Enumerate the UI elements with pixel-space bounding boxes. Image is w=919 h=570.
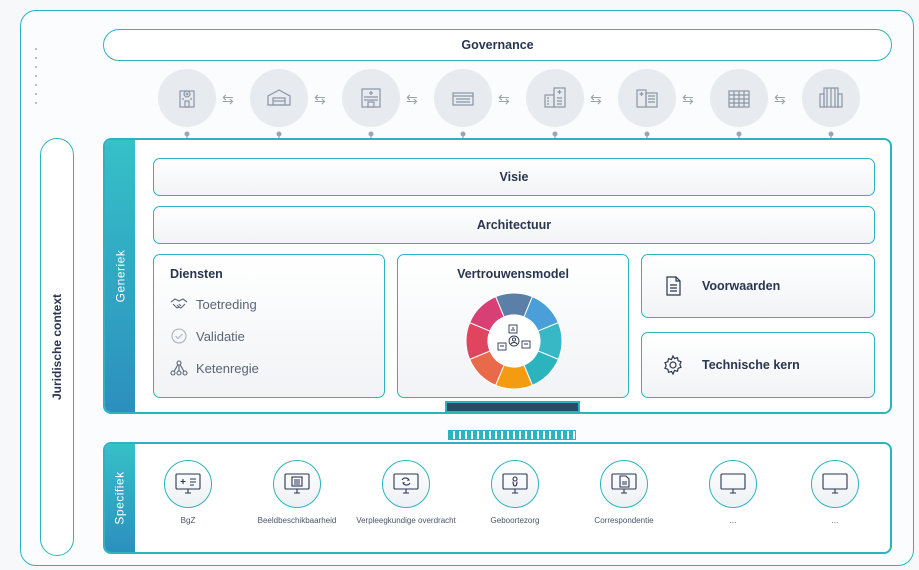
architectuur-bar: Architectuur <box>153 206 875 244</box>
hospital-building-icon <box>526 69 584 127</box>
office-building-icon <box>710 69 768 127</box>
technische-kern-title: Technische kern <box>702 358 800 372</box>
visie-label: Visie <box>499 170 529 184</box>
app-beeldbeschikbaarheid[interactable]: Beeldbeschikbaarheid <box>242 460 352 526</box>
image-icon <box>273 460 321 508</box>
app-label: Correspondentie <box>594 516 654 525</box>
dienst-item-validatie: Validatie <box>170 327 368 345</box>
document-icon <box>666 276 681 296</box>
app-correspondentie[interactable]: Correspondentie <box>569 460 679 526</box>
organizations-row: ⇆ ⇆ ⇆ ⇆ ⇆ ⇆ ⇆ <box>150 69 880 159</box>
app-geboortezorg[interactable]: Geboortezorg <box>460 460 570 526</box>
dienst-label: Ketenregie <box>196 360 259 376</box>
app-verpleegkundige-overdracht[interactable]: Verpleegkundige overdracht <box>351 460 461 526</box>
medical-center-icon <box>618 69 676 127</box>
diensten-box: Diensten Toetreding Validatie Ketenregie <box>153 254 385 398</box>
apartment-building-icon <box>802 69 860 127</box>
clinic-icon <box>342 69 400 127</box>
monitor-icon <box>811 460 859 508</box>
hospital-icon <box>158 69 216 127</box>
app-label: BgZ <box>180 516 196 525</box>
visie-bar: Visie <box>153 158 875 196</box>
dienst-item-toetreding: Toetreding <box>170 295 368 313</box>
exchange-arrow-icon: ⇆ <box>774 91 786 107</box>
app-bgz[interactable]: BgZ <box>133 460 243 526</box>
dienst-label: Toetreding <box>196 296 257 312</box>
specifiek-tab: Specifiek <box>105 444 135 552</box>
governance-bar: Governance <box>103 29 892 61</box>
exchange-arrow-icon: ⇆ <box>682 91 694 107</box>
app-label: ... <box>831 516 839 525</box>
app-label: Geboortezorg <box>490 516 540 525</box>
generiek-label: Generiek <box>113 249 128 303</box>
network-hub-icon <box>497 324 531 351</box>
dienst-label: Validatie <box>196 328 245 344</box>
generiek-tab: Generiek <box>105 140 135 412</box>
juridische-context-pill: Juridische context <box>40 138 74 556</box>
check-circle-icon <box>171 328 187 344</box>
app-placeholder[interactable]: ... <box>780 460 890 526</box>
gear-icon <box>664 354 682 376</box>
shop-icon <box>434 69 492 127</box>
juridische-context-label: Juridische context <box>50 293 64 401</box>
specifiek-label: Specifiek <box>113 471 128 525</box>
generiek-panel: Generiek Visie Architectuur Diensten Toe… <box>103 138 892 414</box>
voorwaarden-box: Voorwaarden <box>641 254 875 318</box>
dienst-item-ketenregie: Ketenregie <box>170 359 368 377</box>
exchange-arrow-icon: ⇆ <box>314 91 326 107</box>
api-connector <box>448 430 576 440</box>
specifiek-panel: Specifiek BgZ Beeldbeschikbaarheid Verpl… <box>103 442 892 554</box>
app-label: Beeldbeschikbaarheid <box>257 516 337 525</box>
vertrouwensmodel-title: Vertrouwensmodel <box>457 267 569 281</box>
pdf-icon <box>600 460 648 508</box>
app-placeholder[interactable]: ... <box>678 460 788 526</box>
warehouse-icon <box>250 69 308 127</box>
governance-label: Governance <box>461 38 534 52</box>
exchange-arrow-icon: ⇆ <box>406 91 418 107</box>
core-connector <box>445 401 580 413</box>
voorwaarden-title: Voorwaarden <box>702 279 781 293</box>
monitor-icon <box>709 460 757 508</box>
vertrouwensmodel-box: Vertrouwensmodel <box>397 254 629 398</box>
network-icon <box>170 360 188 376</box>
trust-segment <box>469 296 505 332</box>
handshake-icon <box>170 298 188 309</box>
diensten-title: Diensten <box>170 267 223 281</box>
app-label: ... <box>729 516 737 525</box>
transfer-icon <box>382 460 430 508</box>
trust-model-donut <box>465 292 563 390</box>
technische-kern-box: Technische kern <box>641 332 875 398</box>
exchange-arrow-icon: ⇆ <box>590 91 602 107</box>
exchange-arrow-icon: ⇆ <box>498 91 510 107</box>
architectuur-label: Architectuur <box>476 218 552 232</box>
dotted-divider <box>35 48 37 110</box>
medical-record-icon <box>164 460 212 508</box>
baby-icon <box>491 460 539 508</box>
app-label: Verpleegkundige overdracht <box>356 516 456 525</box>
exchange-arrow-icon: ⇆ <box>222 91 234 107</box>
